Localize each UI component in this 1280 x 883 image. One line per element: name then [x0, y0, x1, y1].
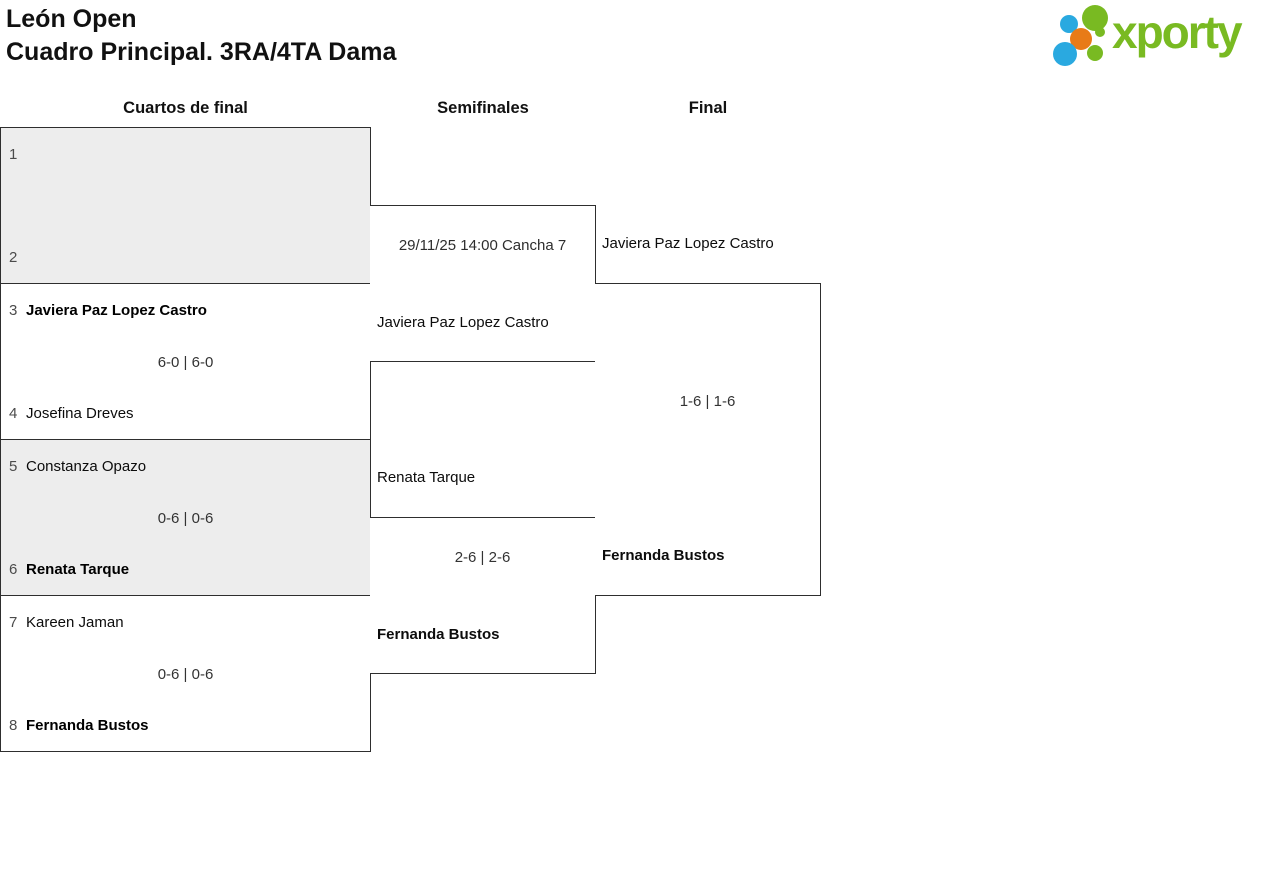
match-final[interactable]: 1-6 | 1-6 [595, 283, 821, 596]
logo-wordmark: xporty [1112, 6, 1243, 58]
seed-number: 5 [9, 458, 18, 475]
match-quarterfinal-4[interactable]: 7 Kareen Jaman 0-6 | 0-6 8 Fernanda Bustos [0, 595, 371, 752]
logo-dot-blue-large [1053, 42, 1077, 66]
match-score: 0-6 | 0-6 [157, 666, 214, 683]
player-name: Renata Tarque [26, 561, 130, 578]
player-slot: 7 Kareen Jaman [9, 613, 362, 633]
player-name: Fernanda Bustos [26, 717, 149, 734]
round-header-quarterfinals: Cuartos de final [123, 99, 248, 117]
player-slot: 2 [9, 248, 362, 268]
match-semifinal-2[interactable]: 2-6 | 2-6 Fernanda Bustos [370, 517, 596, 674]
player-name: Javiera Paz Lopez Castro [602, 235, 774, 252]
player-name: Renata Tarque [377, 469, 476, 486]
match-score: 2-6 | 2-6 [454, 549, 511, 566]
xporty-logo[interactable]: xporty [1045, 0, 1275, 72]
seed-number: 4 [9, 405, 18, 422]
logo-dot-green-large [1082, 5, 1108, 31]
match-score [1, 197, 370, 217]
match-score: 1-6 | 1-6 [679, 393, 736, 410]
seed-number: 3 [9, 302, 18, 319]
seed-number: 7 [9, 614, 18, 631]
player-name: Fernanda Bustos [377, 626, 500, 643]
tournament-title: León Open [6, 5, 137, 33]
player-name: Josefina Dreves [26, 405, 134, 422]
player-slot: 8 Fernanda Bustos [9, 716, 362, 736]
player-slot: 3 Javiera Paz Lopez Castro [9, 301, 362, 321]
bracket-subtitle: Cuadro Principal. 3RA/4TA Dama [6, 38, 397, 66]
logo-dot-blue-small [1060, 15, 1078, 33]
match-score: 0-6 | 0-6 [157, 510, 214, 527]
match-quarterfinal-1[interactable]: 1 2 [0, 127, 371, 284]
player-name: Javiera Paz Lopez Castro [26, 302, 207, 319]
seed-number: 1 [9, 146, 18, 163]
player-slot: 6 Renata Tarque [9, 560, 362, 580]
match-score: 6-0 | 6-0 [157, 354, 214, 371]
player-slot: 5 Constanza Opazo [9, 457, 362, 477]
player-slot: 1 [9, 145, 362, 165]
match-quarterfinal-3[interactable]: 5 Constanza Opazo 0-6 | 0-6 6 Renata Tarqu… [0, 439, 371, 596]
round-header-final: Final [688, 99, 728, 117]
player-name: Kareen Jaman [26, 614, 124, 631]
player-name: Javiera Paz Lopez Castro [377, 314, 549, 331]
round-header-semifinals: Semifinales [437, 99, 529, 117]
logo-dot-orange [1070, 28, 1092, 50]
player-name: Constanza Opazo [26, 458, 147, 475]
player-name: Fernanda Bustos [602, 547, 725, 564]
logo-dot-green-tiny [1095, 27, 1105, 37]
match-schedule: 29/11/25 14:00 Cancha 7 [398, 237, 567, 254]
player-slot: 4 Josefina Dreves [9, 404, 362, 424]
logo-dot-green-small [1087, 45, 1103, 61]
seed-number: 6 [9, 561, 18, 578]
match-quarterfinal-2[interactable]: 3 Javiera Paz Lopez Castro 6-0 | 6-0 4 Jos… [0, 283, 371, 440]
match-semifinal-1[interactable]: 29/11/25 14:00 Cancha 7 Javiera Paz Lope… [370, 205, 596, 362]
seed-number: 8 [9, 717, 18, 734]
seed-number: 2 [9, 249, 18, 266]
